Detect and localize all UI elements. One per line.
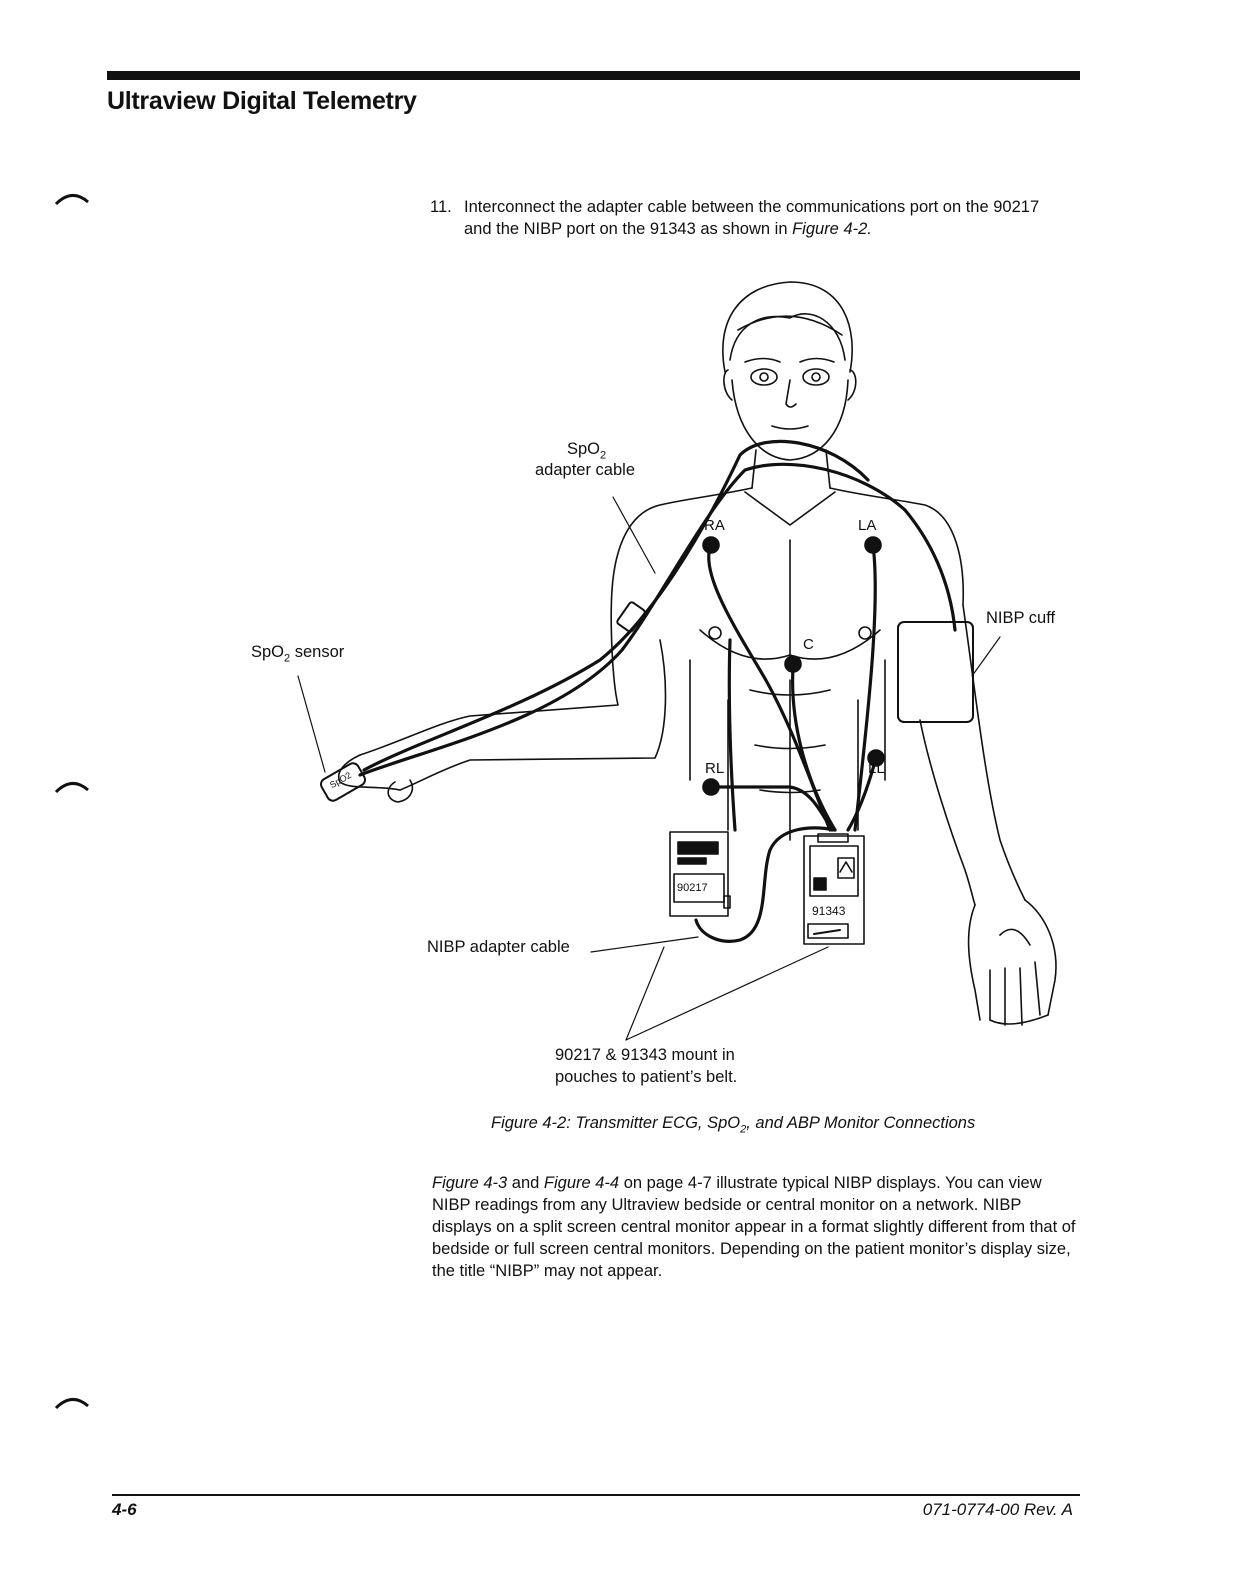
electrode-la (865, 537, 881, 553)
body-paragraph: Figure 4-3 and Figure 4-4 on page 4-7 il… (432, 1172, 1077, 1282)
device-91343-drawing (804, 834, 864, 944)
caption-text-end: , and ABP Monitor Connections (746, 1114, 975, 1132)
bottom-rule (112, 1494, 1080, 1496)
mount-note-line2: pouches to patient’s belt. (555, 1066, 737, 1088)
figure-ref-4-4: Figure 4-4 (544, 1174, 619, 1192)
electrode-rl (703, 779, 719, 795)
nibp-cuff-drawing (898, 622, 973, 722)
spo2-adapter-text: SpO (567, 440, 600, 458)
electrode-c (785, 656, 801, 672)
figure-caption: Figure 4-2: Transmitter ECG, SpO2, and A… (491, 1114, 975, 1135)
patient-head (723, 282, 856, 460)
electrode-ll-label: LL (868, 758, 885, 780)
paragraph-text: and (507, 1174, 544, 1192)
electrode-c-label: C (803, 634, 814, 656)
electrode-ra-label: RA (704, 515, 725, 537)
page-number: 4-6 (112, 1500, 137, 1520)
figure-ref-4-3: Figure 4-3 (432, 1174, 507, 1192)
spo2-sensor-text: SpO (251, 643, 284, 661)
electrode-rl-label: RL (705, 758, 724, 780)
device-91343-label: 91343 (812, 904, 845, 918)
patient-left-arm (920, 605, 1056, 1025)
caption-text: Figure 4-2: Transmitter ECG, SpO (491, 1114, 740, 1132)
device-90217-label: 90217 (677, 882, 708, 894)
electrode-la-label: LA (858, 515, 876, 537)
electrode-ra (703, 537, 719, 553)
nibp-adapter-cable-label: NIBP adapter cable (427, 936, 570, 958)
device-90217-drawing (670, 832, 730, 916)
document-number: 071-0774-00 Rev. A (923, 1500, 1073, 1520)
leader-lines (298, 497, 1000, 1040)
spo2-adapter-cable-label-l2: adapter cable (535, 459, 635, 481)
mount-note-line1: 90217 & 91343 mount in (555, 1044, 735, 1066)
patient-torso (612, 450, 963, 840)
spo2-sensor-rest: sensor (290, 643, 344, 661)
nibp-cuff-label: NIBP cuff (986, 607, 1055, 629)
spo2-sensor-label: SpO2 sensor (251, 641, 344, 669)
